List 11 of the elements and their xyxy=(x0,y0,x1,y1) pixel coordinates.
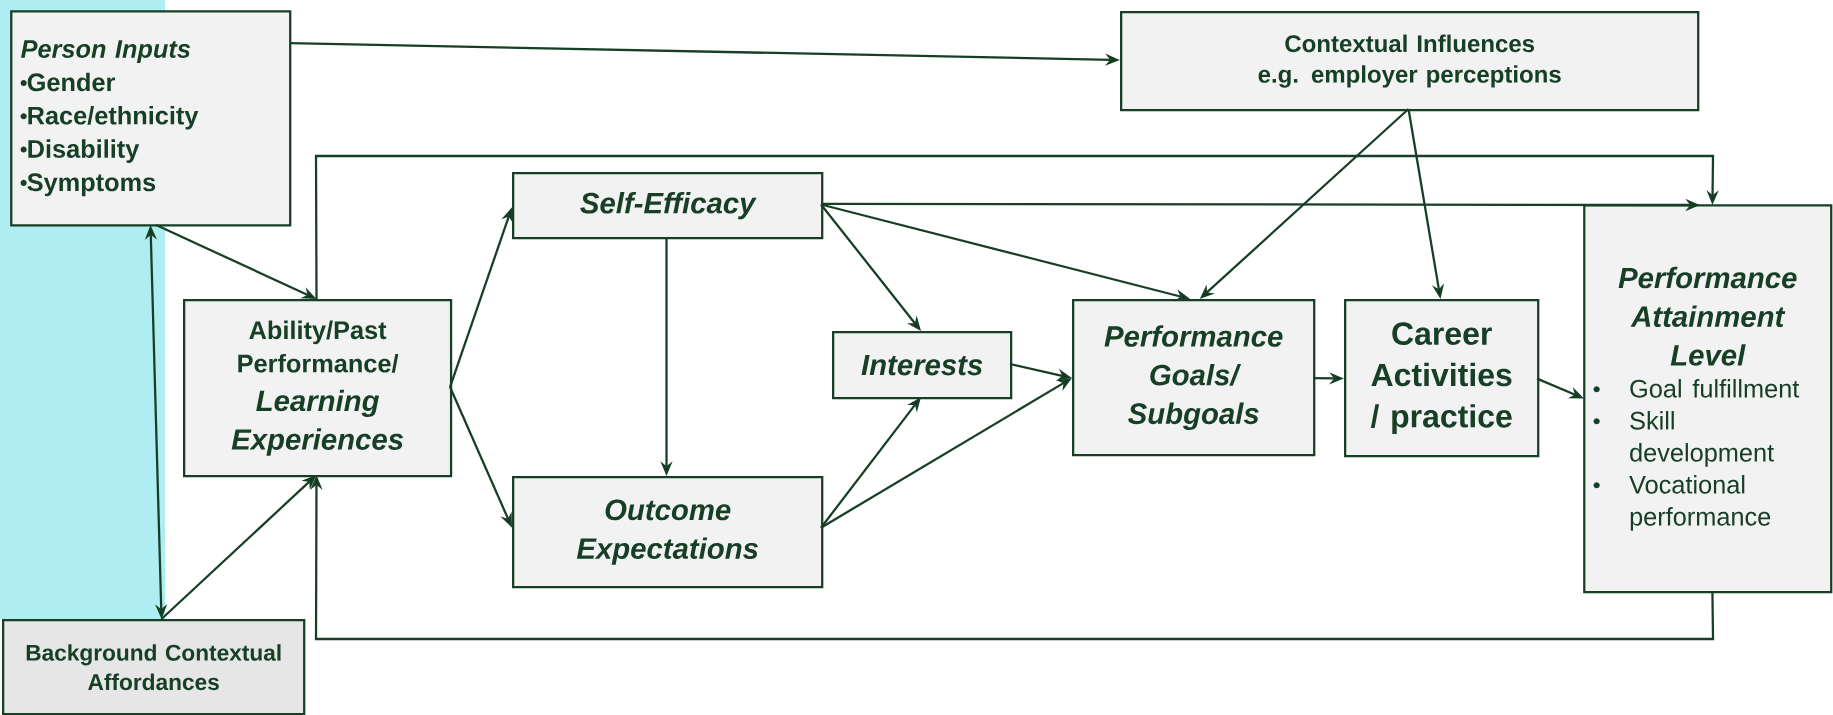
box: Person Inputs Gender Race/ethnicity Disability Symptoms xyxy=(10,10,292,227)
box: Contextual Influences e.g. employer perceptions xyxy=(1120,11,1700,112)
box: Career Activities / practice xyxy=(1344,299,1540,458)
box: Performance Goals/ Subgoals xyxy=(1072,299,1316,457)
box: Performance Attainment Level Goal fulfillment Skill development Vocational performance xyxy=(1583,204,1833,594)
box: Background Contextual Affordances xyxy=(2,619,306,715)
box: Outcome Expectations xyxy=(512,476,824,589)
box: Self-Efficacy xyxy=(512,172,824,240)
arrow xyxy=(314,154,1719,299)
box: Ability/Past Performance/ Learning Experiences xyxy=(183,299,453,478)
box: Interests xyxy=(832,331,1013,400)
